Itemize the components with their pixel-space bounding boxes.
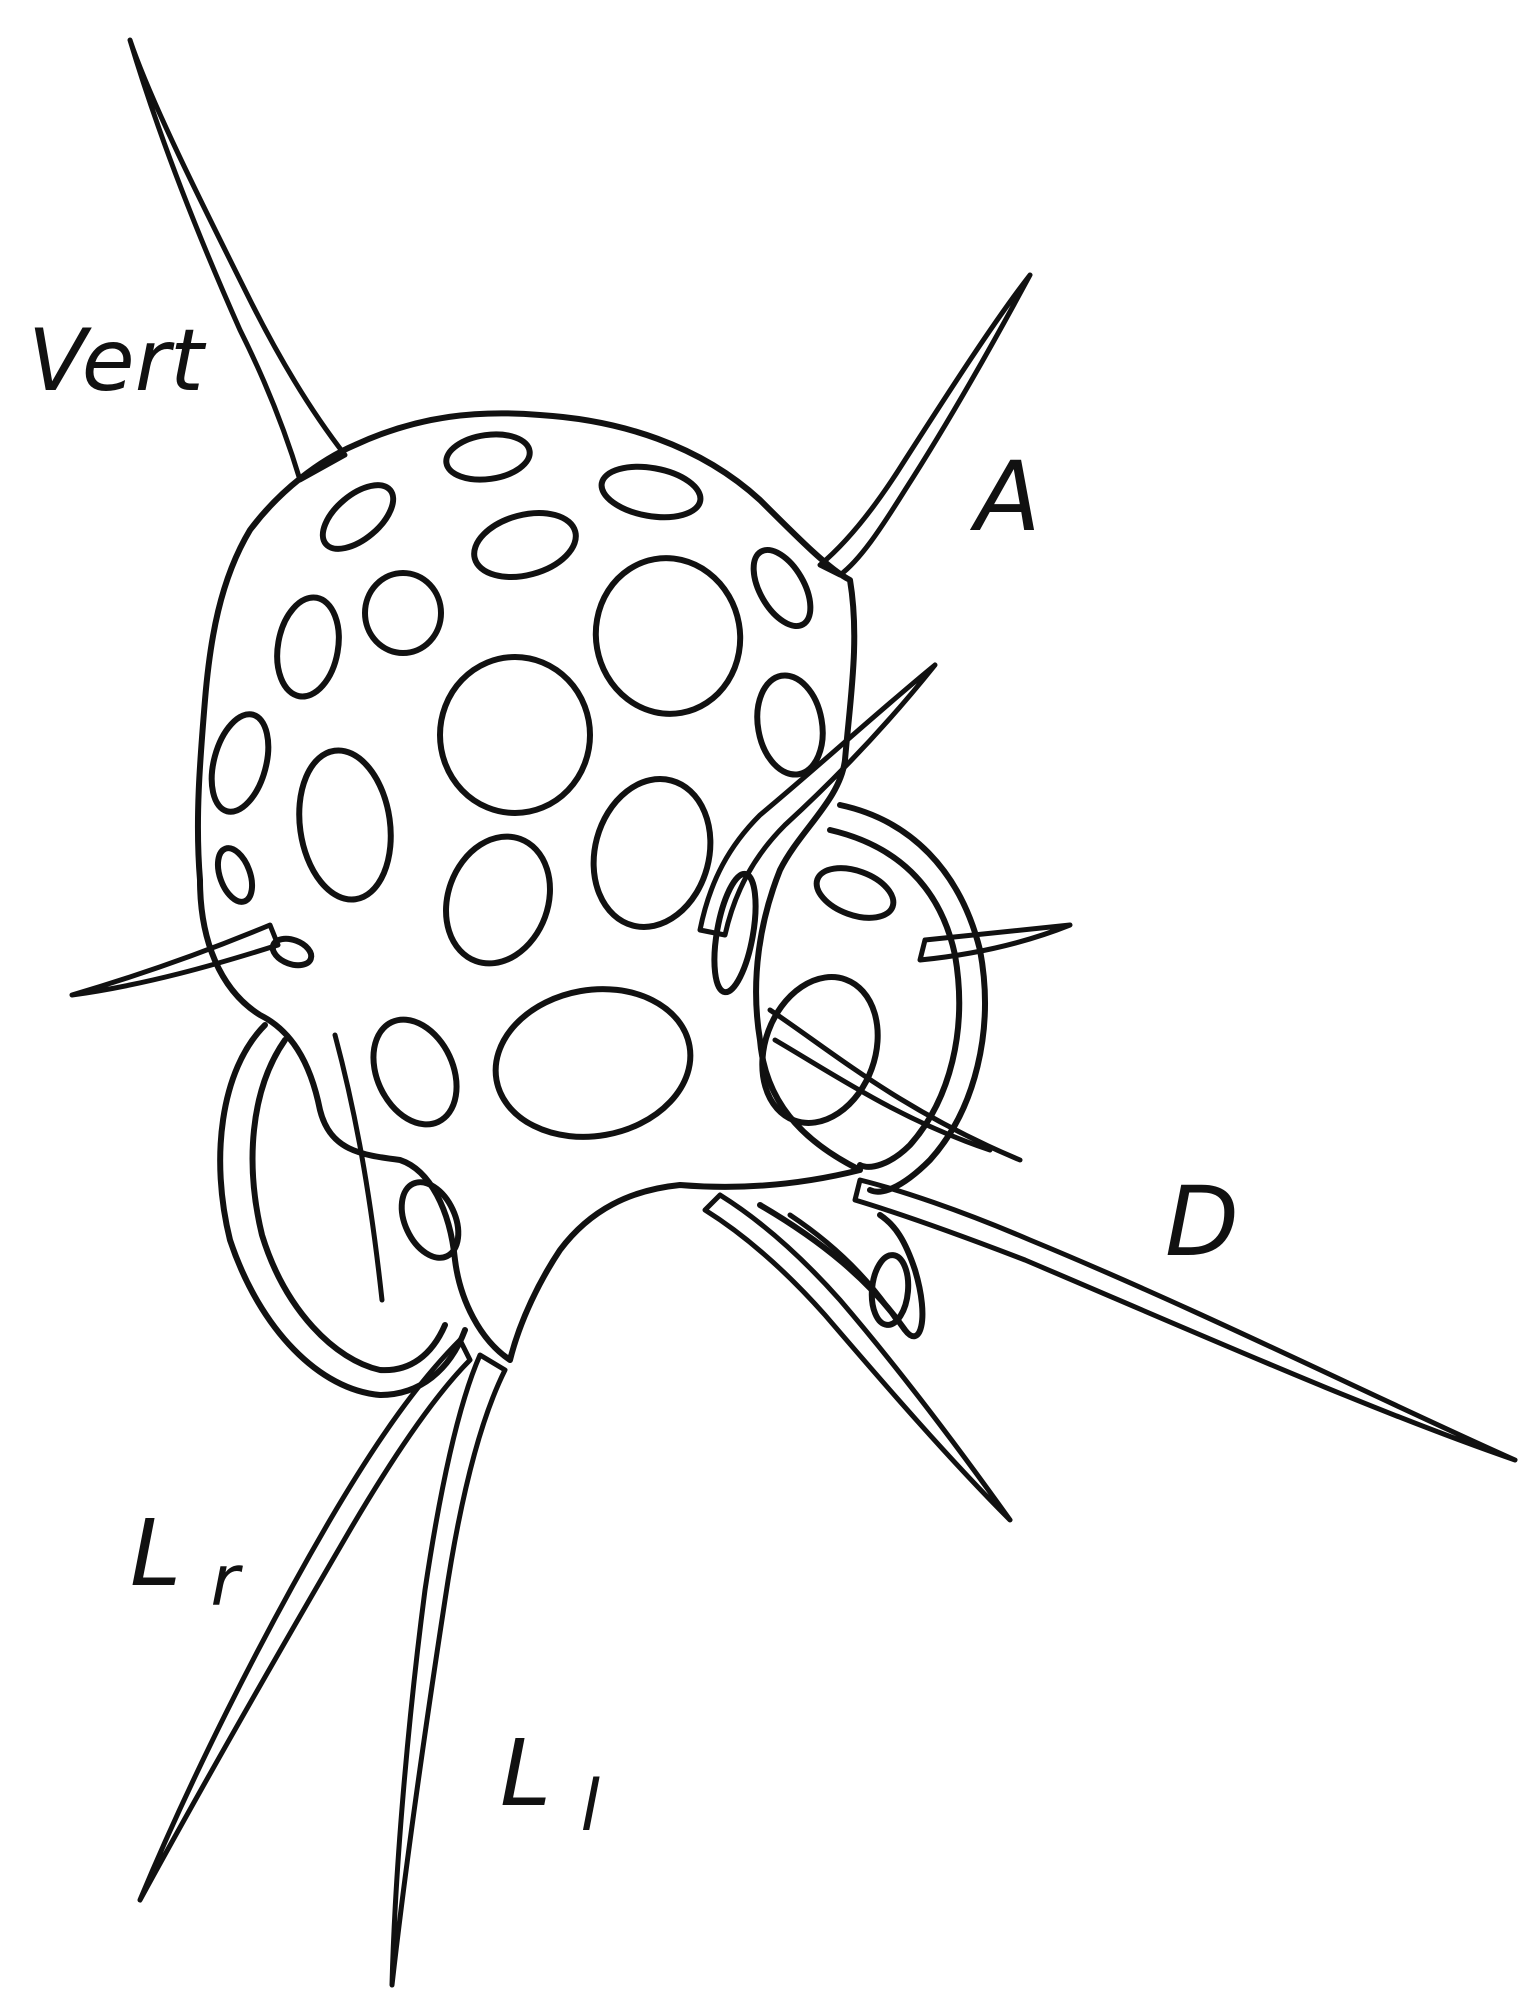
pore: [467, 503, 583, 588]
label-vert: Vert: [28, 311, 207, 411]
pore: [743, 961, 898, 1140]
basal-arches: [220, 805, 1020, 1395]
spine-lateral-left: [392, 1355, 505, 1985]
pore: [443, 429, 532, 484]
label-lateral-left-sub: l: [581, 1765, 601, 1847]
pore: [484, 974, 702, 1152]
pore: [584, 547, 753, 726]
spine-vert: [130, 40, 345, 480]
pore: [211, 844, 258, 907]
label-lateral-right-sub: r: [211, 1540, 244, 1622]
arch-right-inner: [830, 830, 959, 1167]
pore: [810, 859, 900, 928]
pore: [270, 593, 346, 702]
pore: [390, 1173, 469, 1267]
pore: [365, 573, 441, 653]
pores: [202, 429, 911, 1326]
label-dorsal: D: [1165, 1166, 1239, 1278]
pore: [742, 541, 822, 636]
spine-right-small: [920, 925, 1070, 960]
label-lateral-left: L l: [500, 1720, 601, 1847]
pore: [312, 473, 405, 561]
pore: [598, 460, 705, 525]
label-apical: A: [969, 441, 1041, 553]
pore: [429, 822, 567, 978]
labels: Vert A D L r L l: [28, 311, 1239, 1847]
pore: [202, 708, 278, 818]
pore: [357, 1006, 472, 1138]
spine-lower-inner: [705, 1195, 1010, 1520]
lattice-shell: [198, 413, 911, 1360]
spine-left-small: [72, 925, 278, 995]
pore: [290, 744, 400, 905]
label-lateral-left-main: L: [500, 1720, 551, 1827]
pore: [269, 934, 315, 970]
pore: [440, 657, 590, 813]
spines: [72, 40, 1515, 1985]
label-lateral-right: L r: [130, 1500, 244, 1622]
label-lateral-right-main: L: [130, 1500, 181, 1607]
